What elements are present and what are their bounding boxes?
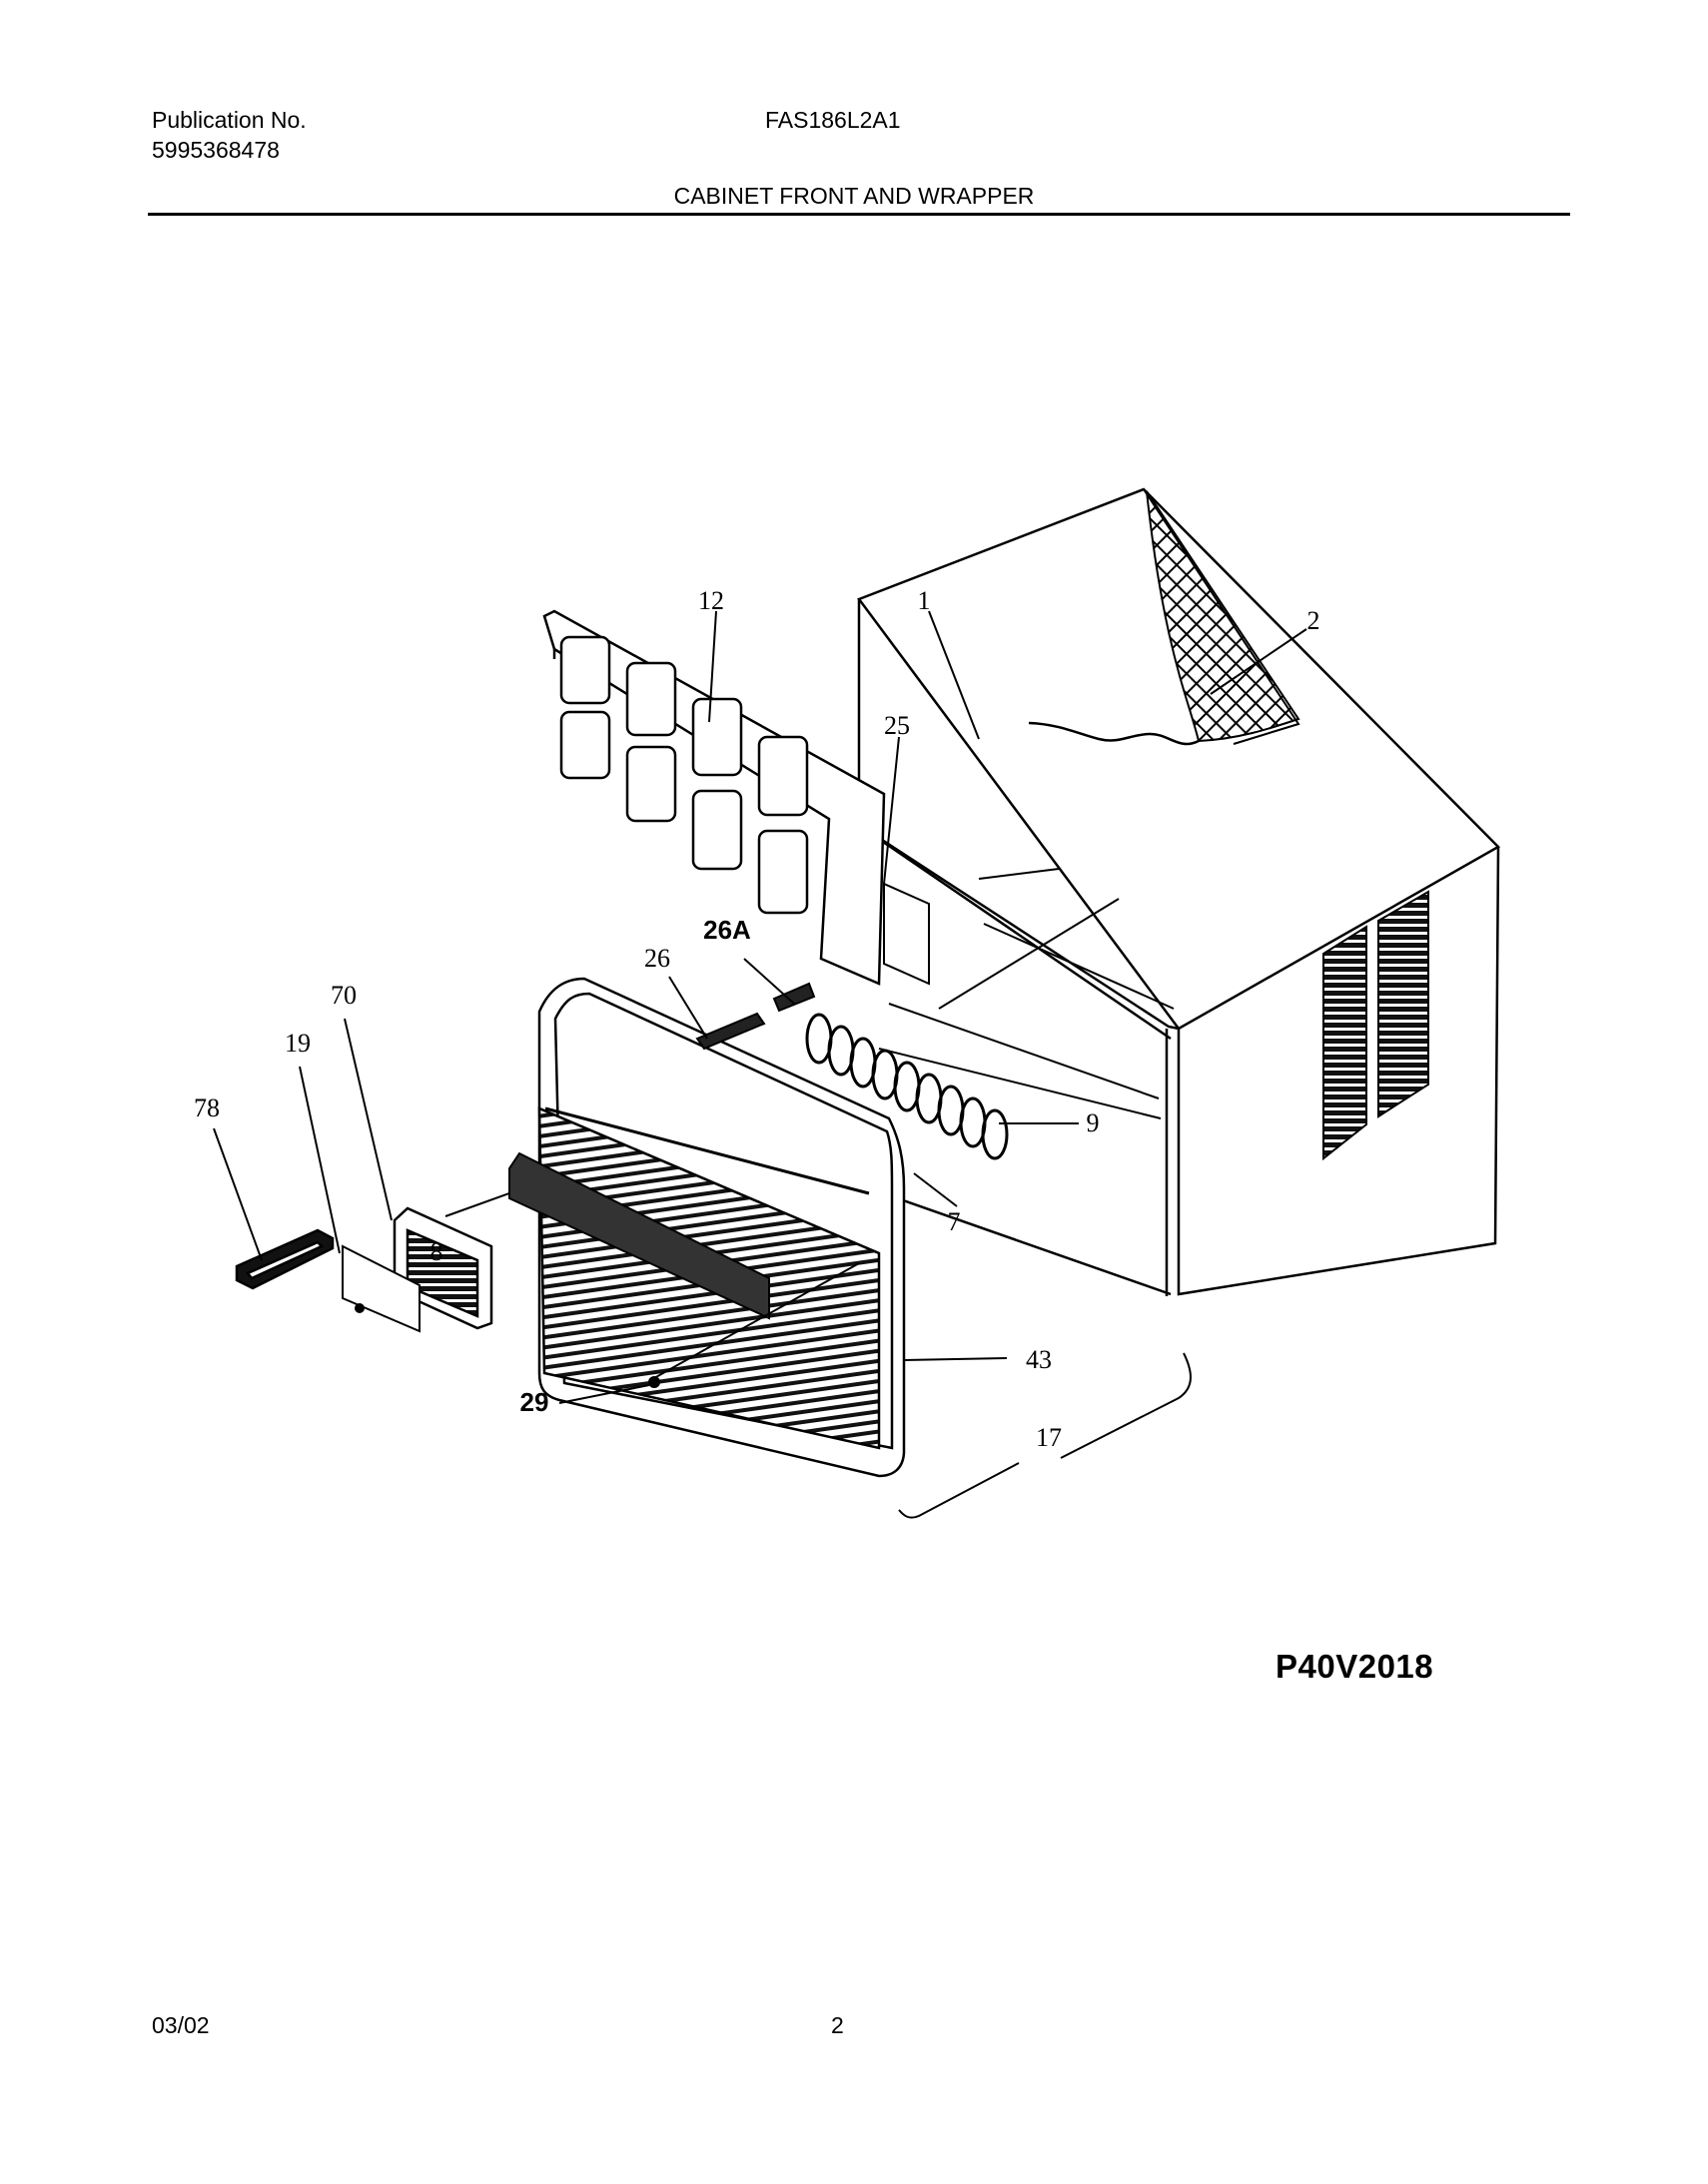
- screw-29: [648, 1376, 660, 1388]
- footer-date: 03/02: [152, 2012, 210, 2038]
- bracket-26: [695, 1012, 766, 1051]
- callout-25: 25: [884, 711, 910, 740]
- section-title: CABINET FRONT AND WRAPPER: [673, 183, 1035, 209]
- callout-19: 19: [285, 1029, 311, 1058]
- bracket-26a: [772, 982, 816, 1013]
- side-louver-right: [1377, 890, 1429, 1118]
- remote-control: [235, 1228, 335, 1290]
- callout-8: 8: [430, 1237, 443, 1266]
- header-rule: [148, 213, 1570, 216]
- callout-1: 1: [918, 586, 931, 615]
- callout-26a: 26A: [703, 915, 751, 945]
- model-number: FAS186L2A1: [765, 107, 901, 133]
- page-number: 2: [831, 2012, 844, 2038]
- diagram-code: P40V2018: [1276, 1648, 1434, 1685]
- insulation-coil: [805, 1013, 1009, 1160]
- side-louver-left: [1322, 925, 1367, 1161]
- callout-78: 78: [194, 1093, 220, 1122]
- callout-9: 9: [1087, 1108, 1100, 1137]
- callout-26: 26: [644, 944, 670, 973]
- callout-70: 70: [331, 981, 357, 1010]
- cabinet-wrapper: [828, 487, 1501, 1296]
- display-lens: [342, 1244, 421, 1333]
- air-filter: [542, 609, 886, 986]
- callout-7: 7: [948, 1207, 961, 1236]
- publication-label: Publication No.: [152, 107, 307, 133]
- callout-29: 29: [520, 1387, 549, 1417]
- leader-lines: [213, 610, 1307, 1519]
- rear-mesh: [1146, 490, 1300, 743]
- bracket-25: [883, 882, 930, 986]
- callout-2: 2: [1307, 606, 1320, 635]
- callout-12: 12: [698, 586, 724, 615]
- publication-number: 5995368478: [152, 137, 280, 163]
- callout-43: 43: [1026, 1345, 1052, 1374]
- callout-17: 17: [1036, 1423, 1062, 1452]
